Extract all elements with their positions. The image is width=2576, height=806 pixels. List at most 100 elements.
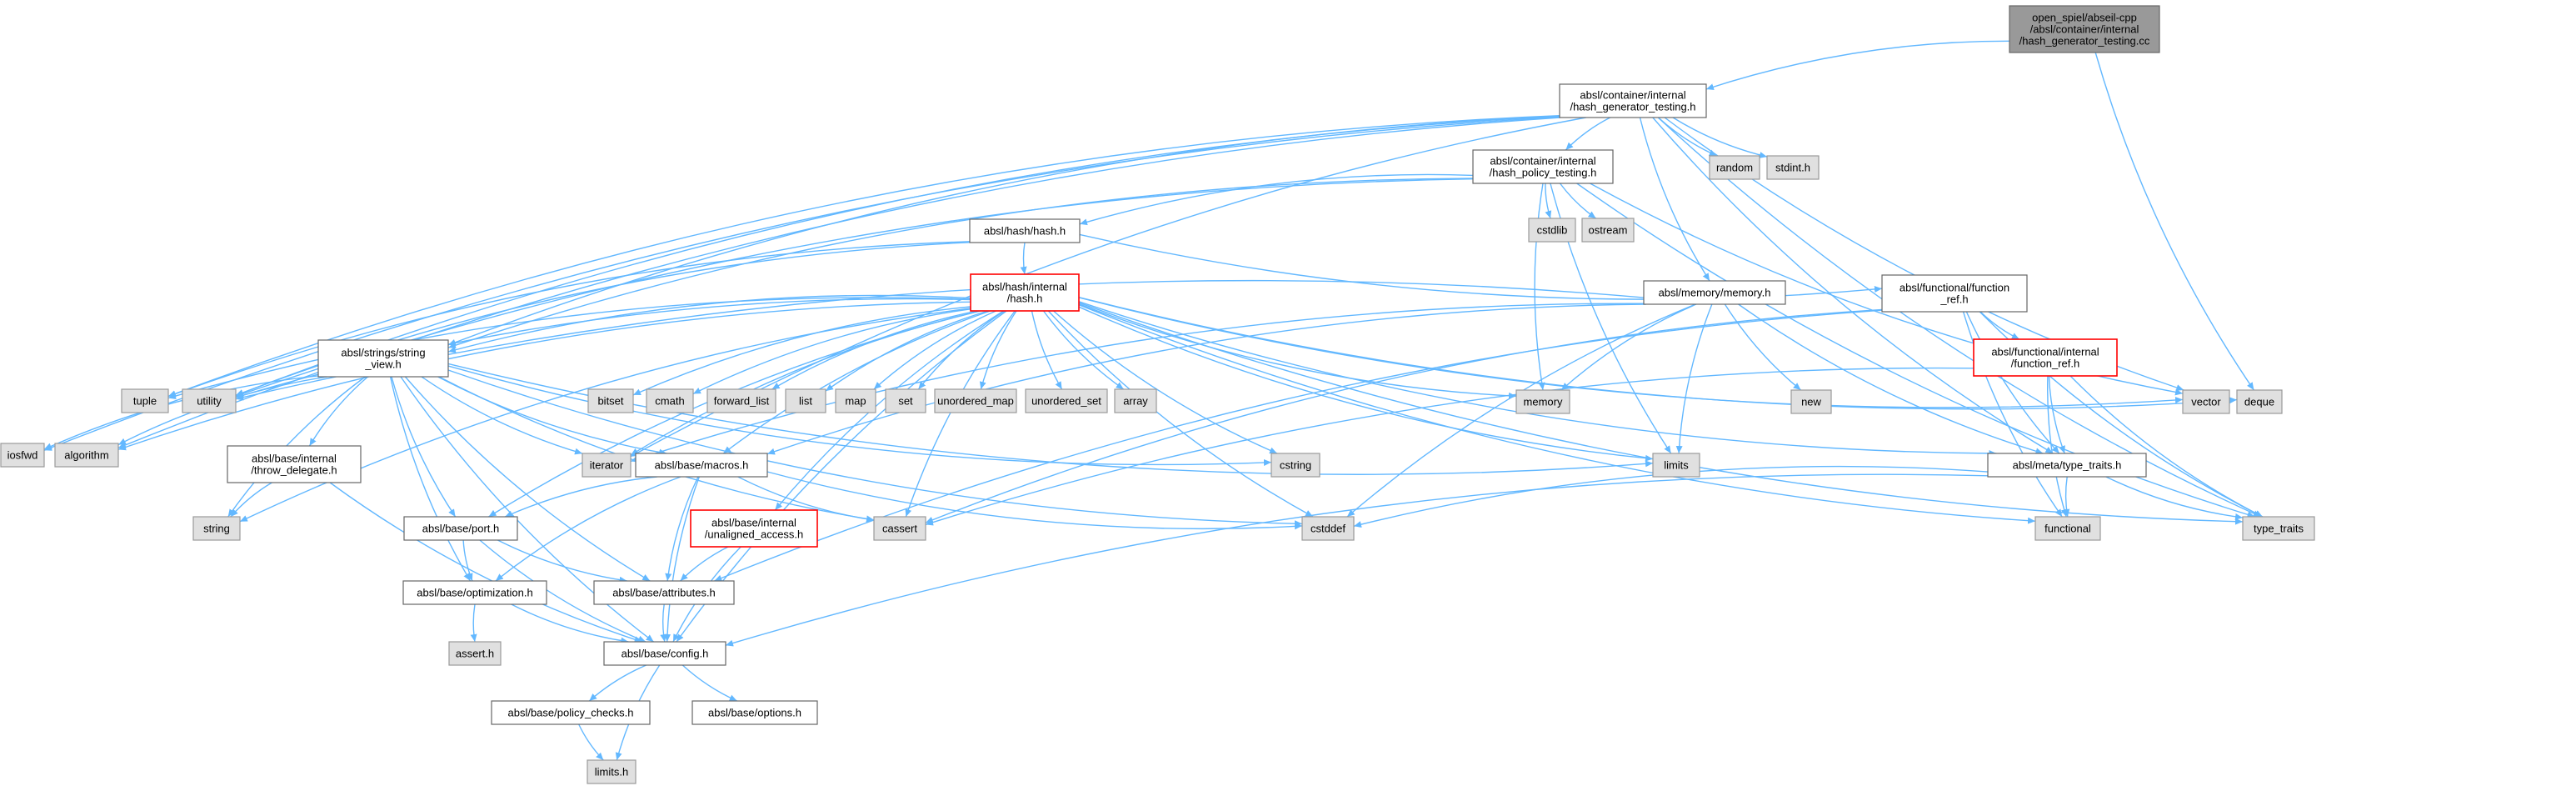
node-box-string_view_h[interactable] <box>317 339 449 378</box>
node-box-unordered_map[interactable] <box>934 388 1017 413</box>
node-cassert[interactable]: cassert <box>873 516 926 541</box>
node-cmath[interactable]: cmath <box>646 388 694 413</box>
node-box-algorithm[interactable] <box>54 443 119 468</box>
node-limits_h[interactable]: limits.h <box>587 759 637 784</box>
node-assert_h[interactable]: assert.h <box>448 641 502 666</box>
node-box-type_traits[interactable] <box>2242 516 2315 541</box>
node-box-function_ref_h[interactable] <box>1881 274 2028 313</box>
node-set[interactable]: set <box>885 388 926 413</box>
node-internal_function_ref_h[interactable]: absl/functional/internal/function_ref.h <box>1973 338 2118 377</box>
node-box-functional[interactable] <box>2034 516 2101 541</box>
node-string[interactable]: string <box>192 516 241 541</box>
node-macros_h[interactable]: absl/base/macros.h <box>635 453 768 478</box>
node-box-port_h[interactable] <box>403 516 518 541</box>
node-iosfwd[interactable]: iosfwd <box>0 443 45 468</box>
node-box-type_traits_h[interactable] <box>1987 453 2147 478</box>
node-type_traits[interactable]: type_traits <box>2242 516 2315 541</box>
node-iterator[interactable]: iterator <box>582 453 632 478</box>
node-box-string[interactable] <box>192 516 241 541</box>
node-unordered_set[interactable]: unordered_set <box>1025 388 1108 413</box>
node-cstddef[interactable]: cstddef <box>1301 516 1355 541</box>
node-array[interactable]: array <box>1114 388 1157 413</box>
node-bitset[interactable]: bitset <box>587 388 634 413</box>
node-unordered_map[interactable]: unordered_map <box>934 388 1017 413</box>
node-attributes_h[interactable]: absl/base/attributes.h <box>593 580 735 605</box>
node-stdint_h[interactable]: stdint.h <box>1766 155 1820 180</box>
node-memory[interactable]: memory <box>1515 389 1570 414</box>
node-optimization_h[interactable]: absl/base/optimization.h <box>402 580 547 605</box>
node-root[interactable]: open_spiel/abseil-cpp/absl/container/int… <box>2009 5 2160 53</box>
node-box-ostream[interactable] <box>1581 218 1635 243</box>
node-box-cstdlib[interactable] <box>1528 218 1576 243</box>
node-deque[interactable]: deque <box>2236 389 2283 414</box>
node-random[interactable]: random <box>1709 155 1760 180</box>
node-box-memory_h[interactable] <box>1643 280 1786 305</box>
node-list[interactable]: list <box>785 388 826 413</box>
node-options_h[interactable]: absl/base/options.h <box>691 700 818 725</box>
node-box-optimization_h[interactable] <box>402 580 547 605</box>
node-hgt_h[interactable]: absl/container/internal/hash_generator_t… <box>1559 83 1707 118</box>
node-box-options_h[interactable] <box>691 700 818 725</box>
node-unaligned_access_h[interactable]: absl/base/internal/unaligned_access.h <box>690 509 818 548</box>
node-algorithm[interactable]: algorithm <box>54 443 119 468</box>
node-box-iosfwd[interactable] <box>0 443 45 468</box>
node-limits[interactable]: limits <box>1652 453 1700 478</box>
node-cstring[interactable]: cstring <box>1271 453 1320 478</box>
node-cstdlib[interactable]: cstdlib <box>1528 218 1576 243</box>
node-box-memory[interactable] <box>1515 389 1570 414</box>
node-box-cmath[interactable] <box>646 388 694 413</box>
node-map[interactable]: map <box>835 388 876 413</box>
node-utility[interactable]: utility <box>182 388 237 413</box>
node-box-cassert[interactable] <box>873 516 926 541</box>
node-tuple[interactable]: tuple <box>121 388 169 413</box>
node-policy_checks_h[interactable]: absl/base/policy_checks.h <box>491 700 651 725</box>
node-box-list[interactable] <box>785 388 826 413</box>
node-box-hpt_h[interactable] <box>1472 149 1614 184</box>
node-type_traits_h[interactable]: absl/meta/type_traits.h <box>1987 453 2147 478</box>
node-box-tuple[interactable] <box>121 388 169 413</box>
node-box-unordered_set[interactable] <box>1025 388 1108 413</box>
node-box-utility[interactable] <box>182 388 237 413</box>
node-vector[interactable]: vector <box>2182 389 2230 414</box>
node-box-bitset[interactable] <box>587 388 634 413</box>
node-memory_h[interactable]: absl/memory/memory.h <box>1643 280 1786 305</box>
node-functional[interactable]: functional <box>2034 516 2101 541</box>
node-box-iterator[interactable] <box>582 453 632 478</box>
node-box-forward_list[interactable] <box>706 388 776 413</box>
node-box-assert_h[interactable] <box>448 641 502 666</box>
node-config_h[interactable]: absl/base/config.h <box>603 641 726 666</box>
node-hpt_h[interactable]: absl/container/internal/hash_policy_test… <box>1472 149 1614 184</box>
node-box-attributes_h[interactable] <box>593 580 735 605</box>
node-box-macros_h[interactable] <box>635 453 768 478</box>
node-internal_hash_h[interactable]: absl/hash/internal/hash.h <box>970 273 1080 312</box>
node-function_ref_h[interactable]: absl/functional/function_ref.h <box>1881 274 2028 313</box>
node-box-limits[interactable] <box>1652 453 1700 478</box>
node-box-deque[interactable] <box>2236 389 2283 414</box>
node-box-unaligned_access_h[interactable] <box>690 509 818 548</box>
node-hash_h[interactable]: absl/hash/hash.h <box>969 218 1081 243</box>
node-box-stdint_h[interactable] <box>1766 155 1820 180</box>
node-throw_delegate_h[interactable]: absl/base/internal/throw_delegate.h <box>227 445 362 483</box>
node-box-limits_h[interactable] <box>587 759 637 784</box>
node-box-internal_hash_h[interactable] <box>970 273 1080 312</box>
node-box-map[interactable] <box>835 388 876 413</box>
node-box-random[interactable] <box>1709 155 1760 180</box>
node-box-throw_delegate_h[interactable] <box>227 445 362 483</box>
node-box-root[interactable] <box>2009 5 2160 53</box>
node-box-hgt_h[interactable] <box>1559 83 1707 118</box>
node-box-cstddef[interactable] <box>1301 516 1355 541</box>
node-box-policy_checks_h[interactable] <box>491 700 651 725</box>
node-forward_list[interactable]: forward_list <box>706 388 776 413</box>
node-new[interactable]: new <box>1790 389 1832 414</box>
node-box-array[interactable] <box>1114 388 1157 413</box>
node-string_view_h[interactable]: absl/strings/string_view.h <box>317 339 449 378</box>
node-port_h[interactable]: absl/base/port.h <box>403 516 518 541</box>
node-box-config_h[interactable] <box>603 641 726 666</box>
node-box-hash_h[interactable] <box>969 218 1081 243</box>
node-box-vector[interactable] <box>2182 389 2230 414</box>
node-box-cstring[interactable] <box>1271 453 1320 478</box>
node-box-set[interactable] <box>885 388 926 413</box>
node-box-new[interactable] <box>1790 389 1832 414</box>
node-ostream[interactable]: ostream <box>1581 218 1635 243</box>
node-box-internal_function_ref_h[interactable] <box>1973 338 2118 377</box>
